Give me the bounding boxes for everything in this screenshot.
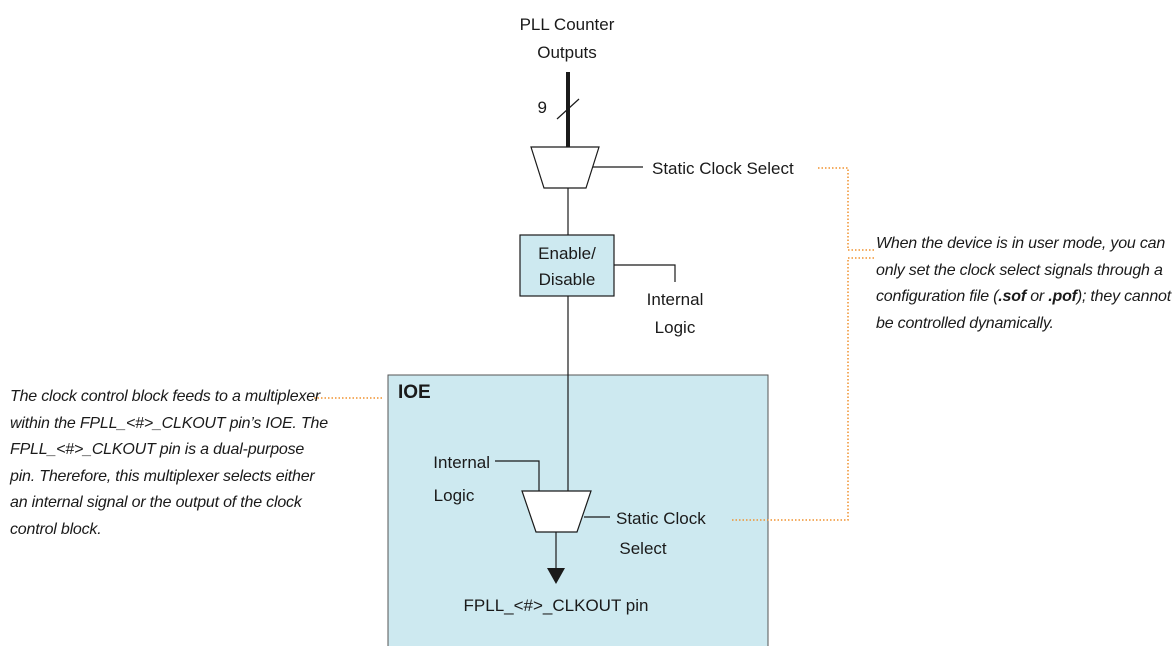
ioe-select-label-line1: Static Clock xyxy=(616,509,706,528)
callout-top-select xyxy=(818,167,875,251)
bus-width-label: 9 xyxy=(538,98,547,117)
output-pin-label: FPLL_<#>_CLKOUT pin xyxy=(464,596,649,615)
enable-label-line1: Enable/ xyxy=(538,244,596,263)
left-note: The clock control block feeds to a multi… xyxy=(10,388,328,538)
pll-counter-label-line1: PLL Counter xyxy=(520,15,615,34)
callout-lines xyxy=(314,167,875,521)
internal-logic-top-line2: Logic xyxy=(655,318,696,337)
enable-label-line2: Disable xyxy=(539,270,596,289)
bus-width-slash xyxy=(556,98,580,120)
ioe-title: IOE xyxy=(398,382,431,403)
enable-disable-block xyxy=(519,234,615,297)
pll-counter-label-line2: Outputs xyxy=(537,43,597,62)
ioe-internal-logic-line1: Internal xyxy=(433,453,490,472)
internal-logic-top-wire xyxy=(614,264,676,282)
ioe-internal-logic-line2: Logic xyxy=(434,486,475,505)
output-arrow-icon xyxy=(547,568,565,584)
ioe-internal-logic-wire xyxy=(495,460,540,491)
top-mux xyxy=(530,146,600,189)
right-note: When the device is in user mode, you can… xyxy=(876,235,1171,332)
ioe-mux xyxy=(521,490,592,533)
internal-logic-top-line1: Internal xyxy=(647,290,704,309)
top-static-clock-select-label: Static Clock Select xyxy=(652,159,794,178)
ioe-select-label-line2: Select xyxy=(619,539,667,558)
